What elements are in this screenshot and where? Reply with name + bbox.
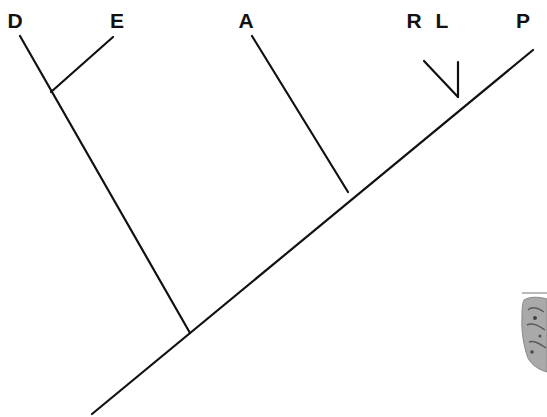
taxon-label: R bbox=[406, 10, 421, 31]
taxon-label: E bbox=[110, 10, 124, 31]
taxon-label: A bbox=[238, 10, 253, 31]
taxon-label: L bbox=[436, 10, 449, 31]
main-stem bbox=[92, 50, 533, 414]
branch-line bbox=[457, 62, 459, 97]
taxon-label: D bbox=[7, 10, 22, 31]
branch-line bbox=[51, 37, 113, 92]
taxon-label: P bbox=[516, 10, 530, 31]
branch-line bbox=[424, 61, 458, 97]
branch-line bbox=[20, 36, 190, 333]
illustration-fragment bbox=[522, 293, 547, 372]
branch-line bbox=[252, 36, 348, 192]
